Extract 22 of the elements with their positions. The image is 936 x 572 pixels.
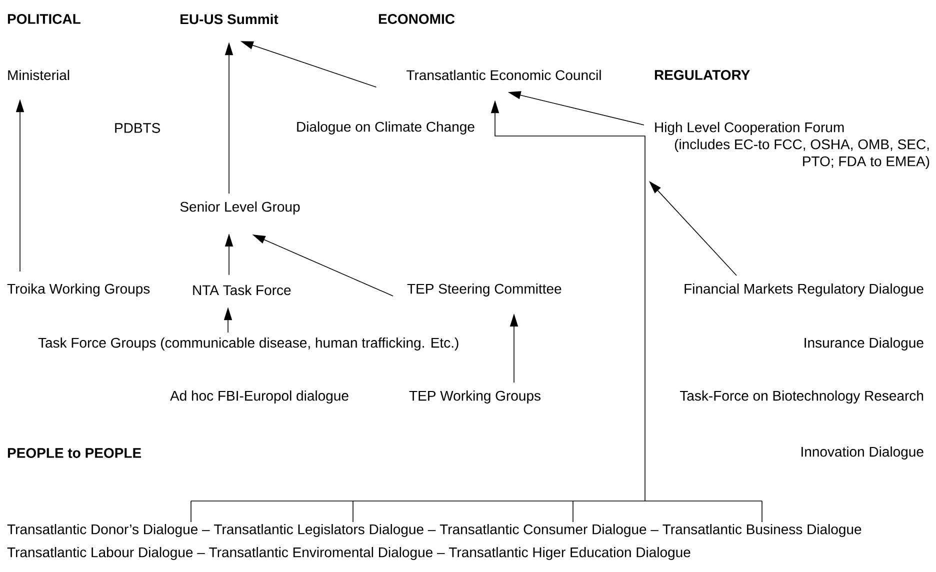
section-heading: ECONOMIC <box>378 14 455 24</box>
node-text: Senior Level Group <box>180 201 300 214</box>
section-heading: REGULATORY <box>654 70 750 80</box>
node-text: Transatlantic Economic Council <box>406 70 601 80</box>
label-text: PDBTS <box>115 123 160 133</box>
node-text: Troika Working Groups <box>7 283 150 296</box>
node-text: Financial Markets Regulatory Dialogue <box>684 283 924 296</box>
node-text: NTA Task Force <box>193 284 291 296</box>
label-text: Innovation Dialogue <box>802 446 924 460</box>
node-text: TEP Working Groups <box>409 390 540 404</box>
heading-text: EU-US Summit <box>180 14 278 24</box>
section-heading: POLITICAL <box>8 14 80 24</box>
node-text: Transatlantic Donor’s Dialogue – Transatlantic Legislators Dialogue – Transatlantic Consumer Dialogue – Transatlantic Business Dialogue Transatlantic Labour Dialogue – Transatlantic Enviromental Dialogue – Transatlantic Higer Education Dialogue <box>7 524 862 560</box>
label-text: Insurance Dialogue <box>804 337 924 350</box>
node-text: Ministerial <box>8 70 70 80</box>
label-text: Ad hoc FBI-Europol dialogue <box>170 390 348 404</box>
node-text: High Level Cooperation Forum (includes EC-to FCC, OSHA, OMB, SEC, PTO; FDA to EMEA) <box>655 122 930 170</box>
node-text: Task Force Groups (communicable disease, human trafficking. Etc.) <box>38 337 458 350</box>
label-text: Task-Force on Biotechnology Research <box>680 390 924 404</box>
section-heading: PEOPLE to PEOPLE <box>8 448 142 458</box>
label-text: Dialogue on Climate Change <box>297 121 474 134</box>
node-text: TEP Steering Committee <box>407 283 562 296</box>
